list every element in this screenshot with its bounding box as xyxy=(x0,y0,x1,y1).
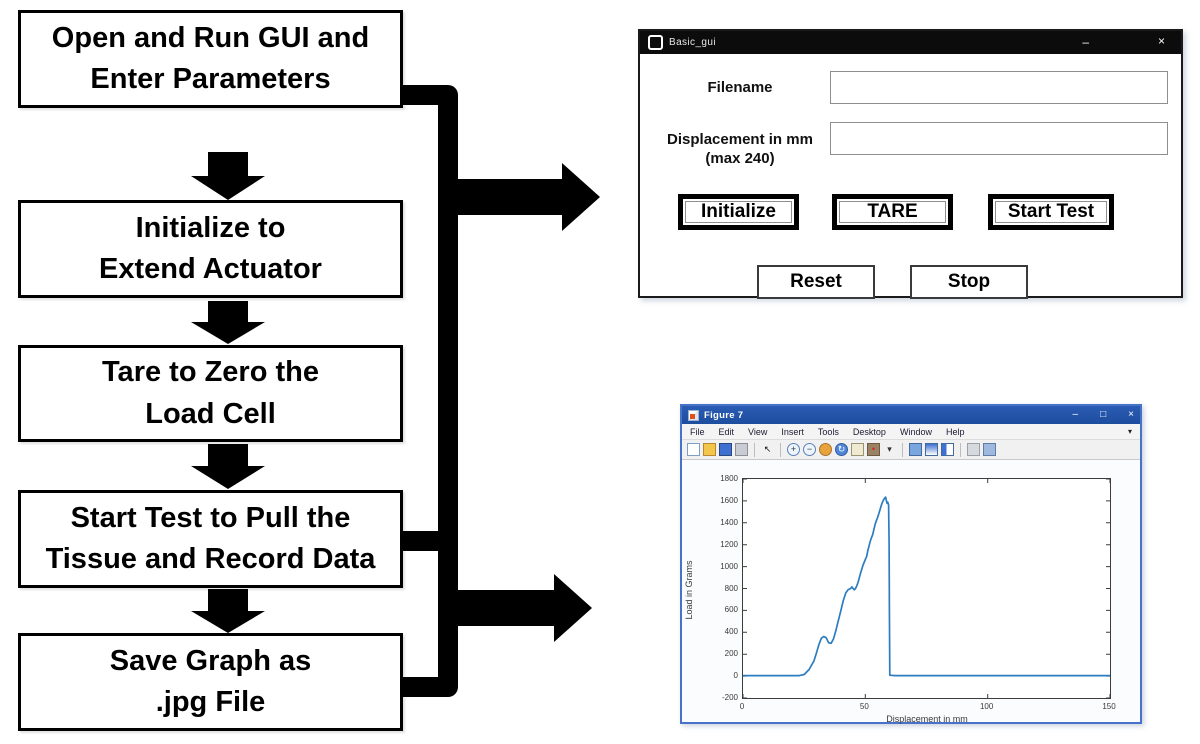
show-plot-tools-icon[interactable] xyxy=(983,443,996,456)
flow-step-text: Tissue and Record Data xyxy=(45,543,376,575)
displacement-label: Displacement in mm (max 240) xyxy=(667,131,813,167)
reset-button[interactable]: Reset xyxy=(757,265,875,299)
plot-region: Load in Grams Displacement in mm 1800 160… xyxy=(682,460,1140,724)
pan-icon[interactable] xyxy=(819,443,832,456)
down-arrow-4 xyxy=(191,589,265,633)
menu-desktop[interactable]: Desktop xyxy=(852,426,886,437)
toolbar-separator xyxy=(754,442,755,457)
stop-button[interactable]: Stop xyxy=(910,265,1028,299)
flow-step-text: Initialize to xyxy=(135,211,286,244)
y-tick-label: 200 xyxy=(724,649,738,659)
zoom-out-icon[interactable]: − xyxy=(803,443,816,456)
flow-step-text: .jpg File xyxy=(155,686,266,718)
menu-view[interactable]: View xyxy=(748,426,768,437)
figure-window-controls: – □ × xyxy=(1073,410,1134,420)
figure-toolbar: ↖ +− ↻ • ▾ xyxy=(682,440,1140,460)
gui-titlebar[interactable]: Basic_gui xyxy=(640,31,1181,54)
close-button[interactable]: × xyxy=(1128,409,1134,420)
y-tick-label: 1400 xyxy=(720,517,738,527)
start-test-button[interactable]: Start Test xyxy=(988,194,1114,230)
initialize-button[interactable]: Initialize xyxy=(678,194,799,230)
figure-app-icon xyxy=(688,409,699,421)
toolbar-separator xyxy=(780,442,781,457)
insert-colorbar-icon[interactable] xyxy=(925,443,938,456)
down-arrow-3 xyxy=(191,444,265,489)
y-tick-label: 400 xyxy=(724,627,738,637)
y-tick-label: 600 xyxy=(724,605,738,615)
figure-window: Figure 7 – □ × File Edit View Insert Tools De… xyxy=(680,404,1142,724)
y-tick-label: 1800 xyxy=(720,474,738,483)
flow-step-open-gui: Open and Run GUI and Enter Parameters xyxy=(18,10,403,108)
link-plots-icon[interactable] xyxy=(909,443,922,456)
insert-legend-icon[interactable] xyxy=(941,443,954,456)
close-button[interactable]: × xyxy=(1157,34,1165,48)
pointer-icon[interactable]: ↖ xyxy=(763,444,772,454)
x-axis-label: Displacement in mm xyxy=(886,714,968,724)
menu-edit[interactable]: Edit xyxy=(718,426,735,437)
flow-step-text: Extend Actuator xyxy=(99,253,322,285)
y-tick-label: 1000 xyxy=(720,561,738,571)
open-folder-icon[interactable] xyxy=(703,443,716,456)
y-tick-label: -200 xyxy=(721,693,738,702)
y-tick-label: 0 xyxy=(733,671,738,681)
down-arrow-1 xyxy=(191,152,265,200)
minimize-button[interactable]: – xyxy=(1072,409,1079,420)
flow-step-initialize: Initialize to Extend Actuator xyxy=(18,200,403,298)
flow-step-text: Tare to Zero the xyxy=(102,356,319,389)
x-tick-label: 50 xyxy=(859,702,869,711)
arrow-to-gui-window xyxy=(448,163,600,231)
menu-tools[interactable]: Tools xyxy=(817,426,839,437)
x-tick-label: 0 xyxy=(739,702,745,711)
print-icon[interactable] xyxy=(735,443,748,456)
menu-file[interactable]: File xyxy=(690,426,705,437)
toolbar-separator xyxy=(902,442,903,457)
figure-menubar: File Edit View Insert Tools Desktop Window Help… xyxy=(682,424,1140,440)
gui-app-icon xyxy=(648,35,663,50)
data-cursor-icon[interactable] xyxy=(851,443,864,456)
new-file-icon[interactable] xyxy=(687,443,700,456)
flow-step-text: Open and Run GUI and xyxy=(51,21,370,54)
y-tick-label: 800 xyxy=(724,583,738,593)
y-tick-label: 1200 xyxy=(720,539,738,549)
dropdown-icon[interactable]: ▾ xyxy=(887,444,892,454)
zoom-in-icon[interactable]: + xyxy=(787,443,800,456)
flow-step-text: Enter Parameters xyxy=(90,63,331,95)
menu-help[interactable]: Help xyxy=(945,426,965,437)
flow-step-tare: Tare to Zero the Load Cell xyxy=(18,345,403,442)
flow-step-text: Save Graph as xyxy=(109,644,312,677)
flow-step-text: Start Test to Pull the xyxy=(70,501,351,534)
x-tick-label: 100 xyxy=(979,702,994,711)
x-tick-label: 150 xyxy=(1102,702,1116,711)
maximize-button[interactable]: □ xyxy=(1100,409,1107,420)
arrow-to-figure-window xyxy=(448,574,592,642)
menu-window[interactable]: Window xyxy=(899,426,932,437)
menu-insert[interactable]: Insert xyxy=(781,426,804,437)
save-icon[interactable] xyxy=(719,443,732,456)
hide-plot-tools-icon[interactable] xyxy=(967,443,980,456)
down-arrow-2 xyxy=(191,301,265,344)
y-tick-label: 1600 xyxy=(720,495,738,505)
flow-step-text: Load Cell xyxy=(145,397,276,430)
menu-overflow-icon[interactable]: ▾ xyxy=(1127,427,1132,436)
toolbar-separator xyxy=(960,442,961,457)
displacement-input[interactable] xyxy=(830,122,1168,155)
y-axis-label: Load in Grams xyxy=(684,560,694,620)
rotate-3d-icon[interactable]: ↻ xyxy=(835,443,848,456)
gui-window-title: Basic_gui xyxy=(669,37,716,48)
axis-ticks xyxy=(743,479,1110,698)
series-load-vs-displacement xyxy=(743,496,1110,677)
load-displacement-curve xyxy=(743,479,1110,698)
gui-window: Basic_gui – × Filename Displacement in m… xyxy=(638,29,1183,299)
filename-label: Filename xyxy=(707,79,773,96)
minimize-button[interactable]: – xyxy=(1082,35,1089,49)
brush-icon[interactable]: • xyxy=(867,443,880,456)
tare-button[interactable]: TARE xyxy=(832,194,953,230)
flow-step-save-graph: Save Graph as .jpg File xyxy=(18,633,403,731)
connector-trunk xyxy=(403,85,458,697)
figure-window-title: Figure 7 xyxy=(704,409,744,421)
plot-axes xyxy=(742,478,1111,699)
filename-input[interactable] xyxy=(830,71,1168,104)
figure-titlebar[interactable]: Figure 7 – □ × xyxy=(682,406,1140,424)
flow-step-start-test: Start Test to Pull the Tissue and Record… xyxy=(18,490,403,588)
